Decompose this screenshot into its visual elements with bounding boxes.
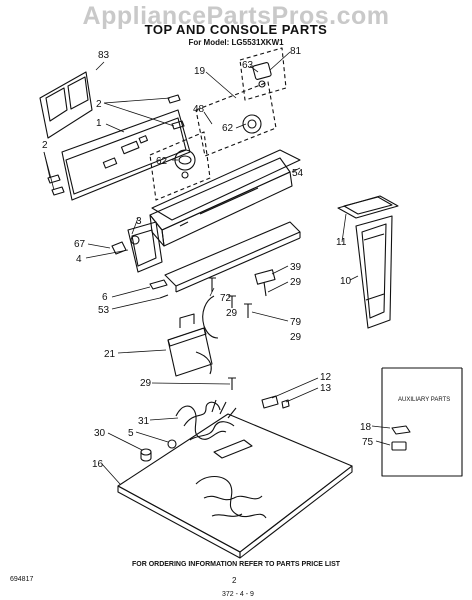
part-62-timer: [174, 114, 262, 179]
callout-63: 63: [242, 60, 254, 71]
callout-2-left: 2: [42, 140, 48, 151]
part-67-clip: [111, 241, 127, 255]
part-29-screw-lower: [228, 377, 236, 390]
part-11-cover: [337, 195, 399, 219]
callout-81: 81: [290, 46, 302, 57]
callout-75: 75: [362, 437, 374, 448]
callout-39: 39: [290, 262, 302, 273]
part-39-switch: [254, 269, 276, 297]
callout-16: 16: [92, 459, 104, 470]
leader-lines: [43, 51, 391, 485]
callout-30: 30: [94, 428, 106, 439]
console-lower-bracket: [164, 221, 301, 293]
callout-18: 18: [360, 422, 372, 433]
ordering-info-footer: FOR ORDERING INFORMATION REFER TO PARTS …: [131, 561, 341, 568]
callout-10: 10: [340, 276, 352, 287]
part-30-foot: [140, 448, 152, 462]
callout-29-a: 29: [226, 308, 238, 319]
callout-67: 67: [74, 239, 86, 250]
auxiliary-parts-box: [381, 367, 463, 477]
part-6-clip: [149, 279, 168, 290]
callout-79: 79: [290, 317, 302, 328]
callout-5: 5: [128, 428, 134, 439]
part-4-end-cap: [127, 221, 163, 273]
group-48-outline: [149, 131, 211, 201]
callout-29-b: 29: [290, 277, 302, 288]
callout-83: 83: [98, 50, 110, 61]
page-title: TOP AND CONSOLE PARTS: [144, 22, 328, 37]
callout-4: 4: [76, 254, 82, 265]
callout-2-upper: 2: [96, 99, 102, 110]
callout-29-d: 29: [140, 378, 152, 389]
harness-wire: [202, 295, 219, 339]
part-79-screw: [244, 303, 252, 318]
part-2-screws: [47, 94, 185, 196]
callout-13: 13: [320, 383, 332, 394]
callout-19: 19: [194, 66, 206, 77]
part-31-wire-harness: [175, 399, 237, 441]
callout-31: 31: [138, 416, 150, 427]
part-1-control-panel: [61, 109, 191, 201]
part-13-screw: [281, 399, 290, 409]
part-29-screw: [228, 295, 236, 308]
part-5-grommet: [167, 439, 177, 449]
model-label: For Model: LG5531XKW1: [188, 38, 284, 47]
document-number: 694817: [10, 576, 34, 583]
callout-53: 53: [98, 305, 110, 316]
bottom-code: 372 - 4 - 9: [222, 591, 254, 598]
page-number: 2: [232, 576, 237, 585]
callout-62-upper: 62: [222, 123, 234, 134]
callout-3: 3: [136, 216, 142, 227]
auxiliary-parts-label: AUXILIARY PARTS: [398, 397, 450, 403]
callout-21: 21: [104, 349, 116, 360]
callout-54: 54: [292, 168, 304, 179]
callout-11: 11: [336, 237, 347, 248]
callout-12: 12: [320, 372, 332, 383]
callout-6: 6: [102, 292, 108, 303]
part-53-clip: [159, 294, 169, 299]
callout-62-lower: 62: [156, 156, 168, 167]
watermark: AppliancePartsPros.com: [82, 2, 390, 30]
part-83-panel-window: [39, 71, 93, 139]
callout-1: 1: [96, 118, 102, 129]
part-10-side-housing: [355, 215, 393, 329]
part-12-bracket: [261, 395, 279, 409]
callout-29-c: 29: [290, 332, 302, 343]
callout-48: 48: [193, 104, 205, 115]
group-81-outline: [239, 47, 287, 101]
part-21-motor: [167, 313, 213, 377]
callout-72: 72: [220, 293, 232, 304]
part-72-screw: [208, 277, 216, 292]
group-19-outline: [195, 81, 277, 157]
part-54-console-base: [149, 149, 301, 247]
part-16-top-panel: [117, 413, 353, 559]
part-63-knob: [252, 62, 272, 88]
